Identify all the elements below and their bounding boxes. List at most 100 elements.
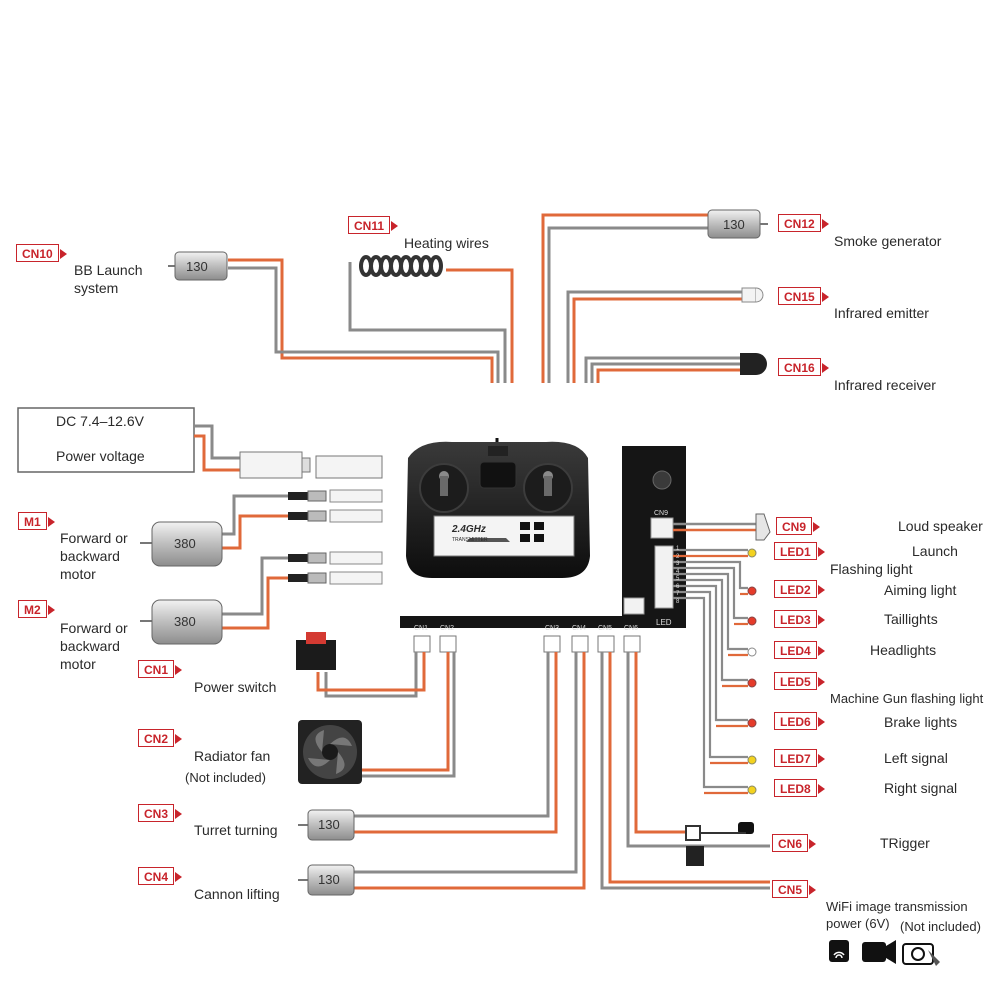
m1-label-line3: motor — [60, 566, 96, 582]
camera-icon — [902, 943, 940, 966]
cn4-motor-label: 130 — [318, 872, 340, 887]
led-bulbs — [747, 548, 757, 795]
board-cn2-label: CN2 — [440, 625, 455, 632]
board-cn6-label: CN6 — [624, 625, 639, 632]
led5-label: Machine Gun flashing light — [830, 691, 984, 706]
cn12-label: Smoke generator — [834, 233, 942, 249]
cn4-motor — [298, 864, 355, 896]
cn2-note: (Not included) — [185, 770, 266, 785]
led2-tag: LED2 — [774, 580, 825, 598]
cn10-label-line1: BB Launch — [74, 262, 143, 278]
led8-tag: LED8 — [774, 779, 825, 797]
cn6-label: TRigger — [880, 835, 930, 851]
m1-motor-label: 380 — [174, 536, 196, 551]
power-switch — [296, 632, 336, 670]
cn9-label: Loud speaker — [898, 518, 983, 534]
cn6-tag: CN6 — [772, 834, 817, 852]
cn11-label: Heating wires — [404, 235, 489, 251]
m1-label-line2: backward — [60, 548, 120, 564]
led1-label: Launch — [912, 543, 958, 559]
cn2-tag: CN2 — [138, 729, 183, 747]
board-led-pin-7: 7 — [676, 591, 680, 597]
bottom-wires — [316, 652, 770, 890]
m2-connectors — [288, 551, 383, 585]
cn1-tag: CN1 — [138, 660, 183, 678]
cn12-tag: CN12 — [778, 214, 829, 232]
wifi-icon — [829, 940, 849, 962]
led3-label: Taillights — [884, 611, 938, 627]
speaker-wires — [673, 522, 760, 532]
top-wires — [228, 213, 742, 383]
m1-wires — [222, 494, 288, 550]
power-battery — [17, 407, 195, 473]
led1-label2: Flashing light — [830, 561, 913, 577]
board-cn9-label: CN9 — [654, 510, 669, 517]
cn11-tag: CN11 — [348, 216, 399, 234]
transmitter-badge: 2.4GHz — [452, 524, 486, 535]
power-wires — [194, 424, 240, 472]
cn12-motor-label: 130 — [723, 217, 745, 232]
m2-motor — [140, 599, 223, 645]
power-plug — [239, 451, 383, 479]
cn1-label: Power switch — [194, 679, 277, 695]
board-led-pin-5: 5 — [676, 576, 680, 582]
cn10-motor — [168, 251, 228, 281]
power-voltage-range: DC 7.4–12.6V — [56, 413, 144, 429]
cn3-tag: CN3 — [138, 804, 183, 822]
board-led-label: LED — [656, 618, 672, 627]
board-led-pin-2: 2 — [676, 553, 680, 560]
led3-tag: LED3 — [774, 610, 825, 628]
loud-speaker — [755, 513, 771, 541]
board-led-pin-3: 3 — [676, 561, 680, 567]
led8-label: Right signal — [884, 780, 958, 796]
cn10-label-line2: system — [74, 280, 119, 296]
cn15-tag: CN15 — [778, 287, 829, 305]
m2-label-line1: Forward or — [60, 620, 128, 636]
m2-tag: M2 — [18, 600, 55, 618]
power-voltage-label: Power voltage — [56, 448, 145, 464]
m1-label-line1: Forward or — [60, 530, 128, 546]
board-led-pin-4: 4 — [676, 568, 680, 575]
board-cn3-label: CN3 — [545, 625, 560, 632]
cn10-motor-label: 130 — [186, 259, 208, 274]
led6-label: Brake lights — [884, 714, 958, 730]
cn4-tag: CN4 — [138, 867, 183, 885]
m1-tag: M1 — [18, 512, 55, 530]
led7-tag: LED7 — [774, 749, 825, 767]
cn15-label: Infrared emitter — [834, 305, 929, 321]
m2-label-line2: backward — [60, 638, 120, 654]
cn5-label-line2: power (6V) — [826, 916, 890, 931]
cn5-label-line1: WiFi image transmission — [826, 899, 968, 914]
transmitter-badge-sub: TRANSMITTER — [452, 537, 488, 543]
cn10-tag: CN10 — [16, 244, 67, 262]
bottom-connectors — [413, 635, 641, 653]
cn16-label: Infrared receiver — [834, 377, 936, 393]
transmitter-image — [383, 383, 622, 616]
cn5-tag: CN5 — [772, 880, 817, 898]
m2-motor-label: 380 — [174, 614, 196, 629]
cn16-tag: CN16 — [778, 358, 829, 376]
m1-connectors — [288, 489, 383, 523]
cn9-tag: CN9 — [776, 517, 821, 535]
heating-coil — [359, 255, 443, 277]
board-cn1-label: CN1 — [414, 625, 429, 632]
led6-tag: LED6 — [774, 712, 825, 730]
m1-motor — [140, 521, 223, 567]
m2-label-line3: motor — [60, 656, 96, 672]
led-wires — [673, 548, 748, 795]
m2-wires — [222, 556, 288, 630]
led5-tag: LED5 — [774, 672, 825, 690]
cn12-motor — [707, 209, 768, 239]
cn4-label: Cannon lifting — [194, 886, 280, 902]
trigger-switch — [685, 822, 754, 866]
board-led-pin-6: 6 — [676, 583, 680, 590]
led1-tag: LED1 — [774, 542, 825, 560]
video-camera-icon — [862, 940, 896, 964]
radiator-fan — [298, 720, 362, 784]
cn3-motor — [298, 809, 355, 841]
led2-label: Aiming light — [884, 582, 957, 598]
led4-label: Headlights — [870, 642, 937, 658]
cn2-label: Radiator fan — [194, 748, 271, 764]
led4-tag: LED4 — [774, 641, 825, 659]
